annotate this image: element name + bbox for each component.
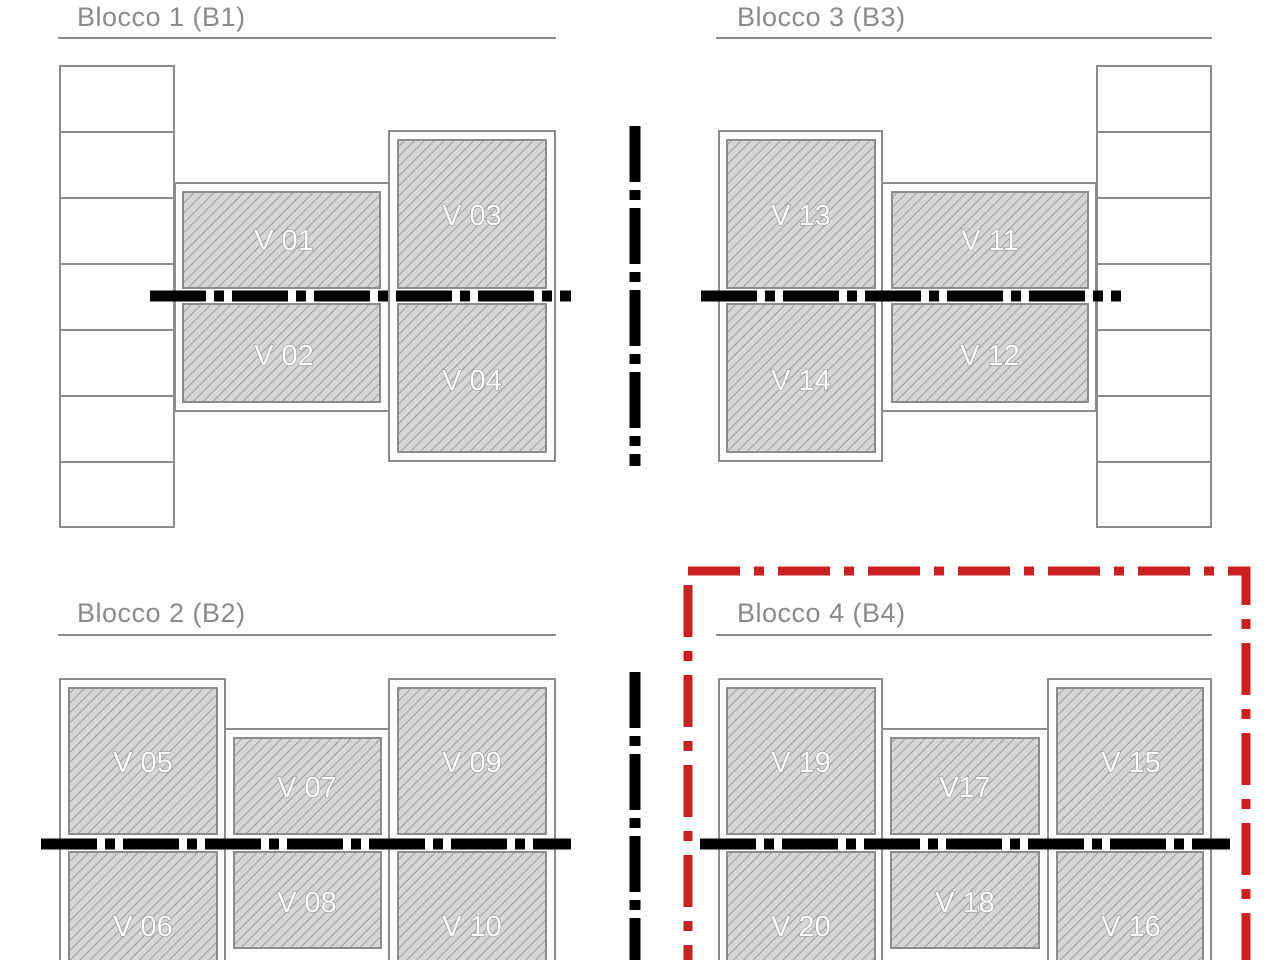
unit-v16-label: V 16 <box>1101 911 1161 943</box>
unit-v10[interactable]: V 10 <box>397 851 547 960</box>
unit-v01[interactable]: V 01 <box>182 191 381 289</box>
unit-v13[interactable]: V 13 <box>726 139 876 289</box>
unit-v19-label: V 19 <box>771 747 831 779</box>
unit-v11[interactable]: V 11 <box>891 191 1089 289</box>
unit-v01-label: V 01 <box>254 225 314 257</box>
block-b4[interactable]: Blocco 4 (B4) V 19 V 20 V17 V 18 V 15 V … <box>683 566 1251 960</box>
unit-v02[interactable]: V 02 <box>182 303 381 403</box>
unit-v04-label: V 04 <box>442 365 502 397</box>
block-b4-highlight-boundary <box>683 566 1251 960</box>
unit-v17-label: V17 <box>939 772 991 804</box>
unit-v20[interactable]: V 20 <box>726 851 876 960</box>
block-b1-title: Blocco 1 (B1) <box>77 2 246 32</box>
unit-v06[interactable]: V 06 <box>68 851 218 960</box>
block-b2-title: Blocco 2 (B2) <box>77 598 246 628</box>
unit-v14-label: V 14 <box>771 365 831 397</box>
unit-v18[interactable]: V 18 <box>890 851 1040 949</box>
unit-v06-label: V 06 <box>113 911 173 943</box>
unit-v17[interactable]: V17 <box>890 737 1040 835</box>
block-b3-title: Blocco 3 (B3) <box>737 2 906 32</box>
block-b3[interactable]: Blocco 3 (B3) V 13 V 14 V 11 V 12 <box>701 2 1212 528</box>
block-b3-stair-column <box>1096 65 1212 528</box>
unit-v14[interactable]: V 14 <box>726 303 876 453</box>
block-b1[interactable]: Blocco 1 (B1) V 01 V 02 V 03 V 04 <box>58 2 571 528</box>
unit-v16[interactable]: V 16 <box>1056 851 1204 960</box>
unit-v20-label: V 20 <box>771 911 831 943</box>
unit-v15[interactable]: V 15 <box>1056 687 1204 835</box>
unit-v05-label: V 05 <box>113 747 173 779</box>
unit-v08-label: V 08 <box>277 887 337 919</box>
unit-v03[interactable]: V 03 <box>397 139 547 289</box>
unit-v08[interactable]: V 08 <box>233 851 382 949</box>
block-b2[interactable]: Blocco 2 (B2) V 05 V 06 V 07 V 08 V 09 V… <box>41 598 571 960</box>
unit-v15-label: V 15 <box>1101 747 1161 779</box>
unit-v13-label: V 13 <box>771 200 831 232</box>
unit-v02-label: V 02 <box>254 340 314 372</box>
block-b4-title: Blocco 4 (B4) <box>737 598 906 628</box>
unit-v11-label: V 11 <box>961 225 1019 257</box>
unit-v12[interactable]: V 12 <box>891 303 1089 403</box>
unit-v10-label: V 10 <box>442 911 502 943</box>
unit-v07[interactable]: V 07 <box>233 737 382 835</box>
unit-v09[interactable]: V 09 <box>397 687 547 835</box>
unit-v03-label: V 03 <box>442 200 502 232</box>
unit-v19[interactable]: V 19 <box>726 687 876 835</box>
unit-v18-label: V 18 <box>935 887 995 919</box>
unit-v09-label: V 09 <box>442 747 502 779</box>
unit-v07-label: V 07 <box>277 772 337 804</box>
unit-v04[interactable]: V 04 <box>397 303 547 453</box>
unit-v12-label: V 12 <box>960 340 1020 372</box>
unit-v05[interactable]: V 05 <box>68 687 218 835</box>
